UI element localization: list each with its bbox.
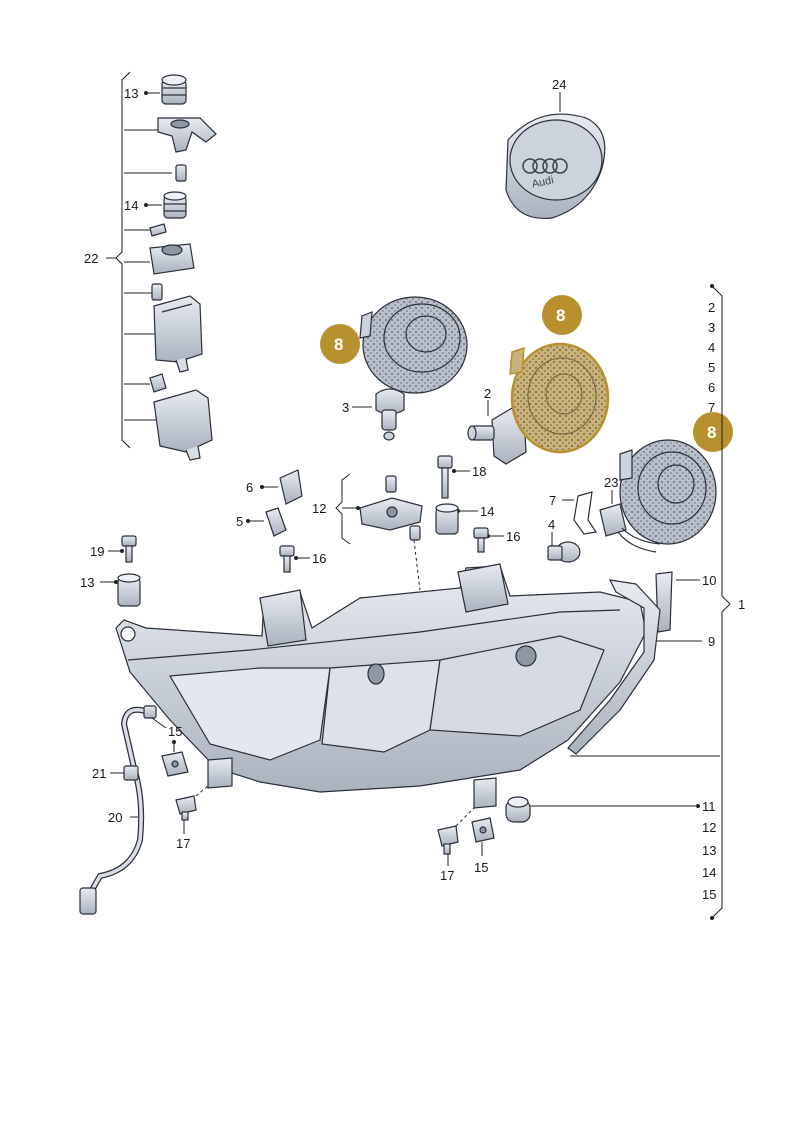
grommet-11 [505,796,700,823]
label-21: 21 [92,766,106,781]
bulb-4 [547,532,581,563]
label-22: 22 [84,251,98,266]
bracket-group-22 [106,71,217,461]
repair-tab-upper [153,295,203,373]
svg-text:8: 8 [556,306,565,325]
label-7: 7 [549,493,556,508]
label-9: 9 [708,634,715,649]
brand-text: Audi [531,174,555,190]
label-6: 6 [246,480,253,495]
audi-rings-logo [522,158,568,174]
label-12: 12 [312,501,326,516]
label-5: 5 [236,514,243,529]
threaded-insert-14-top [163,191,187,219]
list-3: 3 [708,320,715,335]
callout-8-right: 8 [693,412,733,452]
socket-6 [260,469,303,505]
list-15: 15 [702,887,716,902]
small-screw-c [151,283,163,301]
threaded-insert-14-mid [435,503,478,535]
nut-15-right [471,817,495,856]
label-4: 4 [548,517,555,532]
label-24: 24 [552,77,566,92]
label-1: 1 [738,597,745,612]
wire-clip-7 [562,491,598,535]
socket-23 [599,490,661,553]
small-screw-b [149,223,167,237]
screw-16-right [473,527,504,553]
label-18: 18 [472,464,486,479]
nut-15-left [151,717,189,777]
label-17-right: 17 [440,868,454,883]
trim-strip-9 [567,579,702,755]
svg-text:8: 8 [334,335,343,354]
label-15-right: 15 [474,860,488,875]
clamp-bracket [157,117,217,153]
label-16-left: 16 [312,551,326,566]
screw-cap-13-left [100,573,141,607]
bulb-5 [246,507,287,537]
screw-19 [108,535,137,563]
label-13-top: 13 [124,86,138,101]
list-14: 14 [702,865,716,880]
label-17-left: 17 [176,836,190,851]
label-2: 2 [484,386,491,401]
label-11: 11 [702,799,716,814]
bulb-3 [352,388,405,441]
label-16-right: 16 [506,529,520,544]
cover-cap-24: Audi [505,92,606,220]
screw-17-right [437,807,475,866]
wire-harness-20 [79,705,157,915]
list-7: 7 [708,400,715,415]
label-14-mid: 14 [480,504,494,519]
clip-block [149,243,195,275]
list-2: 2 [708,300,715,315]
label-23: 23 [604,475,618,490]
list-6: 6 [708,380,715,395]
repair-tab-lower [153,389,213,461]
label-15-left: 15 [168,724,182,739]
list-12: 12 [702,820,716,835]
small-screw-d [149,373,167,393]
small-screw-a [175,164,187,182]
sealing-cap-right [619,439,717,545]
label-20: 20 [108,810,122,825]
list-5: 5 [708,360,715,375]
label-3: 3 [342,400,349,415]
screw-16-left [279,545,310,573]
sealing-cap-left [359,296,468,394]
label-14-top: 14 [124,198,138,213]
trim-10 [655,571,700,633]
label-13-left: 13 [80,575,94,590]
label-19: 19 [90,544,104,559]
svg-text:8: 8 [707,423,716,442]
clip-21 [110,765,139,781]
adjuster-12 [335,473,423,591]
callout-8-left: 8 [320,324,360,364]
list-4: 4 [708,340,715,355]
screw-cap-13-top [161,74,187,105]
sealing-cap-highlighted [509,342,610,454]
screw-17-left [175,785,209,834]
screw-18 [437,455,470,499]
callout-8-center: 8 [542,295,582,335]
list-13: 13 [702,843,716,858]
headlight-housing [115,563,647,809]
bracket-group-1 [710,284,731,920]
label-10: 10 [702,573,716,588]
